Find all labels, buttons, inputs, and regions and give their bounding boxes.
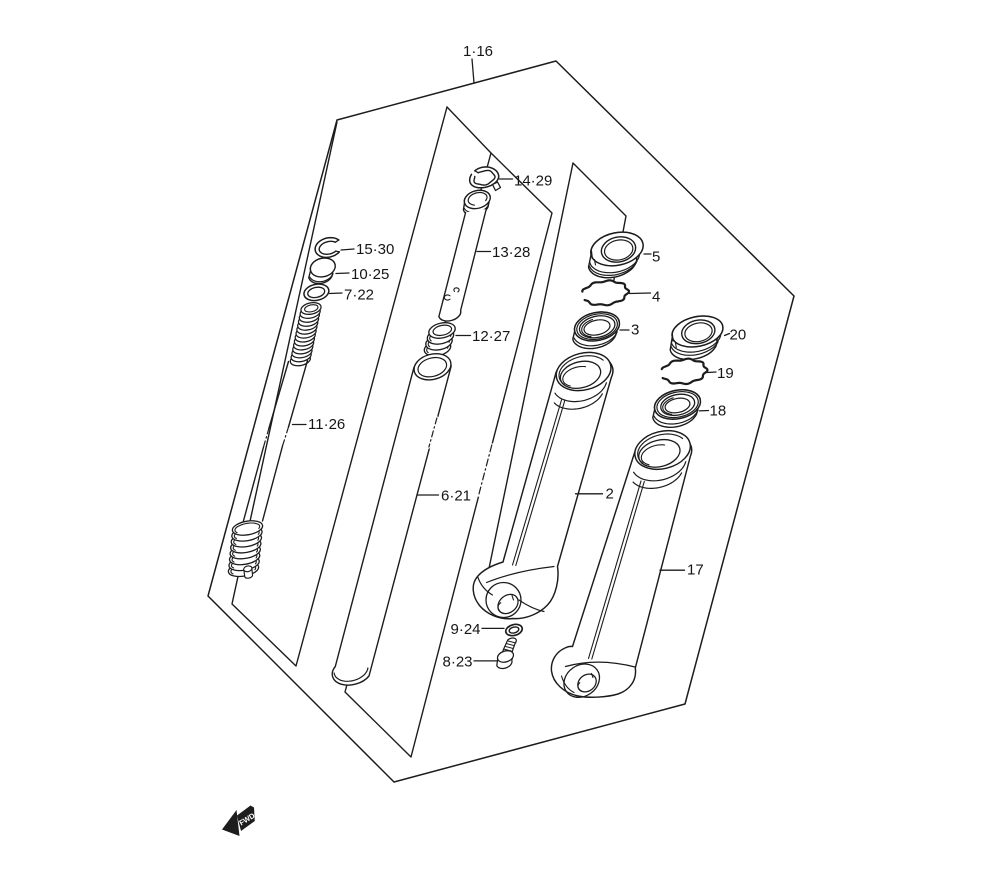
svg-text:13·28: 13·28: [492, 244, 530, 261]
svg-text:5: 5: [652, 249, 660, 266]
svg-text:3: 3: [631, 322, 639, 339]
svg-text:10·25: 10·25: [351, 266, 389, 283]
svg-text:8·23: 8·23: [443, 654, 473, 671]
svg-text:12·27: 12·27: [472, 328, 510, 345]
svg-text:15·30: 15·30: [356, 241, 394, 258]
svg-text:6·21: 6·21: [441, 488, 471, 505]
svg-text:9·24: 9·24: [451, 621, 481, 638]
svg-text:1·16: 1·16: [463, 43, 493, 60]
svg-text:20: 20: [730, 327, 747, 344]
svg-text:11·26: 11·26: [308, 416, 345, 433]
svg-text:17: 17: [687, 562, 704, 579]
svg-text:2: 2: [606, 486, 614, 503]
svg-text:4: 4: [652, 289, 660, 306]
svg-text:19: 19: [717, 365, 734, 382]
svg-text:14·29: 14·29: [514, 173, 552, 190]
svg-text:18: 18: [710, 403, 727, 420]
svg-text:7·22: 7·22: [344, 287, 374, 304]
